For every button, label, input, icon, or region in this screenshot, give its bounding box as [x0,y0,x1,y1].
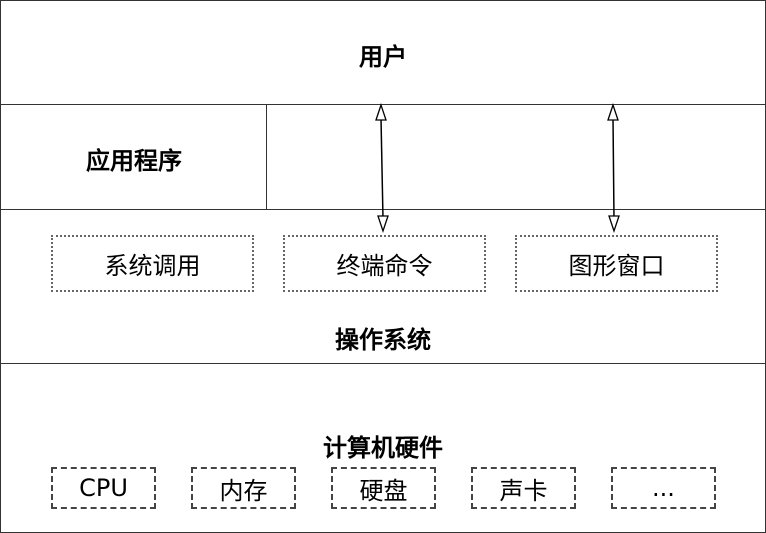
user-layer: 用户 [0,0,766,105]
os-item-terminal: 终端命令 [283,235,486,292]
arrow-head-up-icon [607,102,619,121]
hardware-layer-label: 计算机硬件 [323,434,443,462]
hw-item-soundcard: 声卡 [471,467,576,509]
app-layer-label: 应用程序 [86,147,182,175]
hw-item-disk: 硬盘 [331,467,436,509]
hw-item-memory: 内存 [191,467,296,509]
app-layer-divider [266,105,267,209]
arrow-head-down-icon [608,215,620,234]
arrow-gui-user [607,102,620,234]
os-layer-label: 操作系统 [335,326,431,354]
os-item-syscall: 系统调用 [51,235,254,292]
arrow-head-down-icon [377,215,389,234]
os-item-gui: 图形窗口 [515,235,718,292]
arrows-layer [375,102,620,234]
hw-item-cpu: CPU [51,467,156,509]
os-layer: 系统调用 终端命令 图形窗口 操作系统 [0,209,766,364]
user-layer-label: 用户 [359,43,407,71]
hw-item-more: ... [611,467,716,509]
arrow-head-up-icon [375,102,387,121]
arrow-terminal-user [375,102,389,234]
